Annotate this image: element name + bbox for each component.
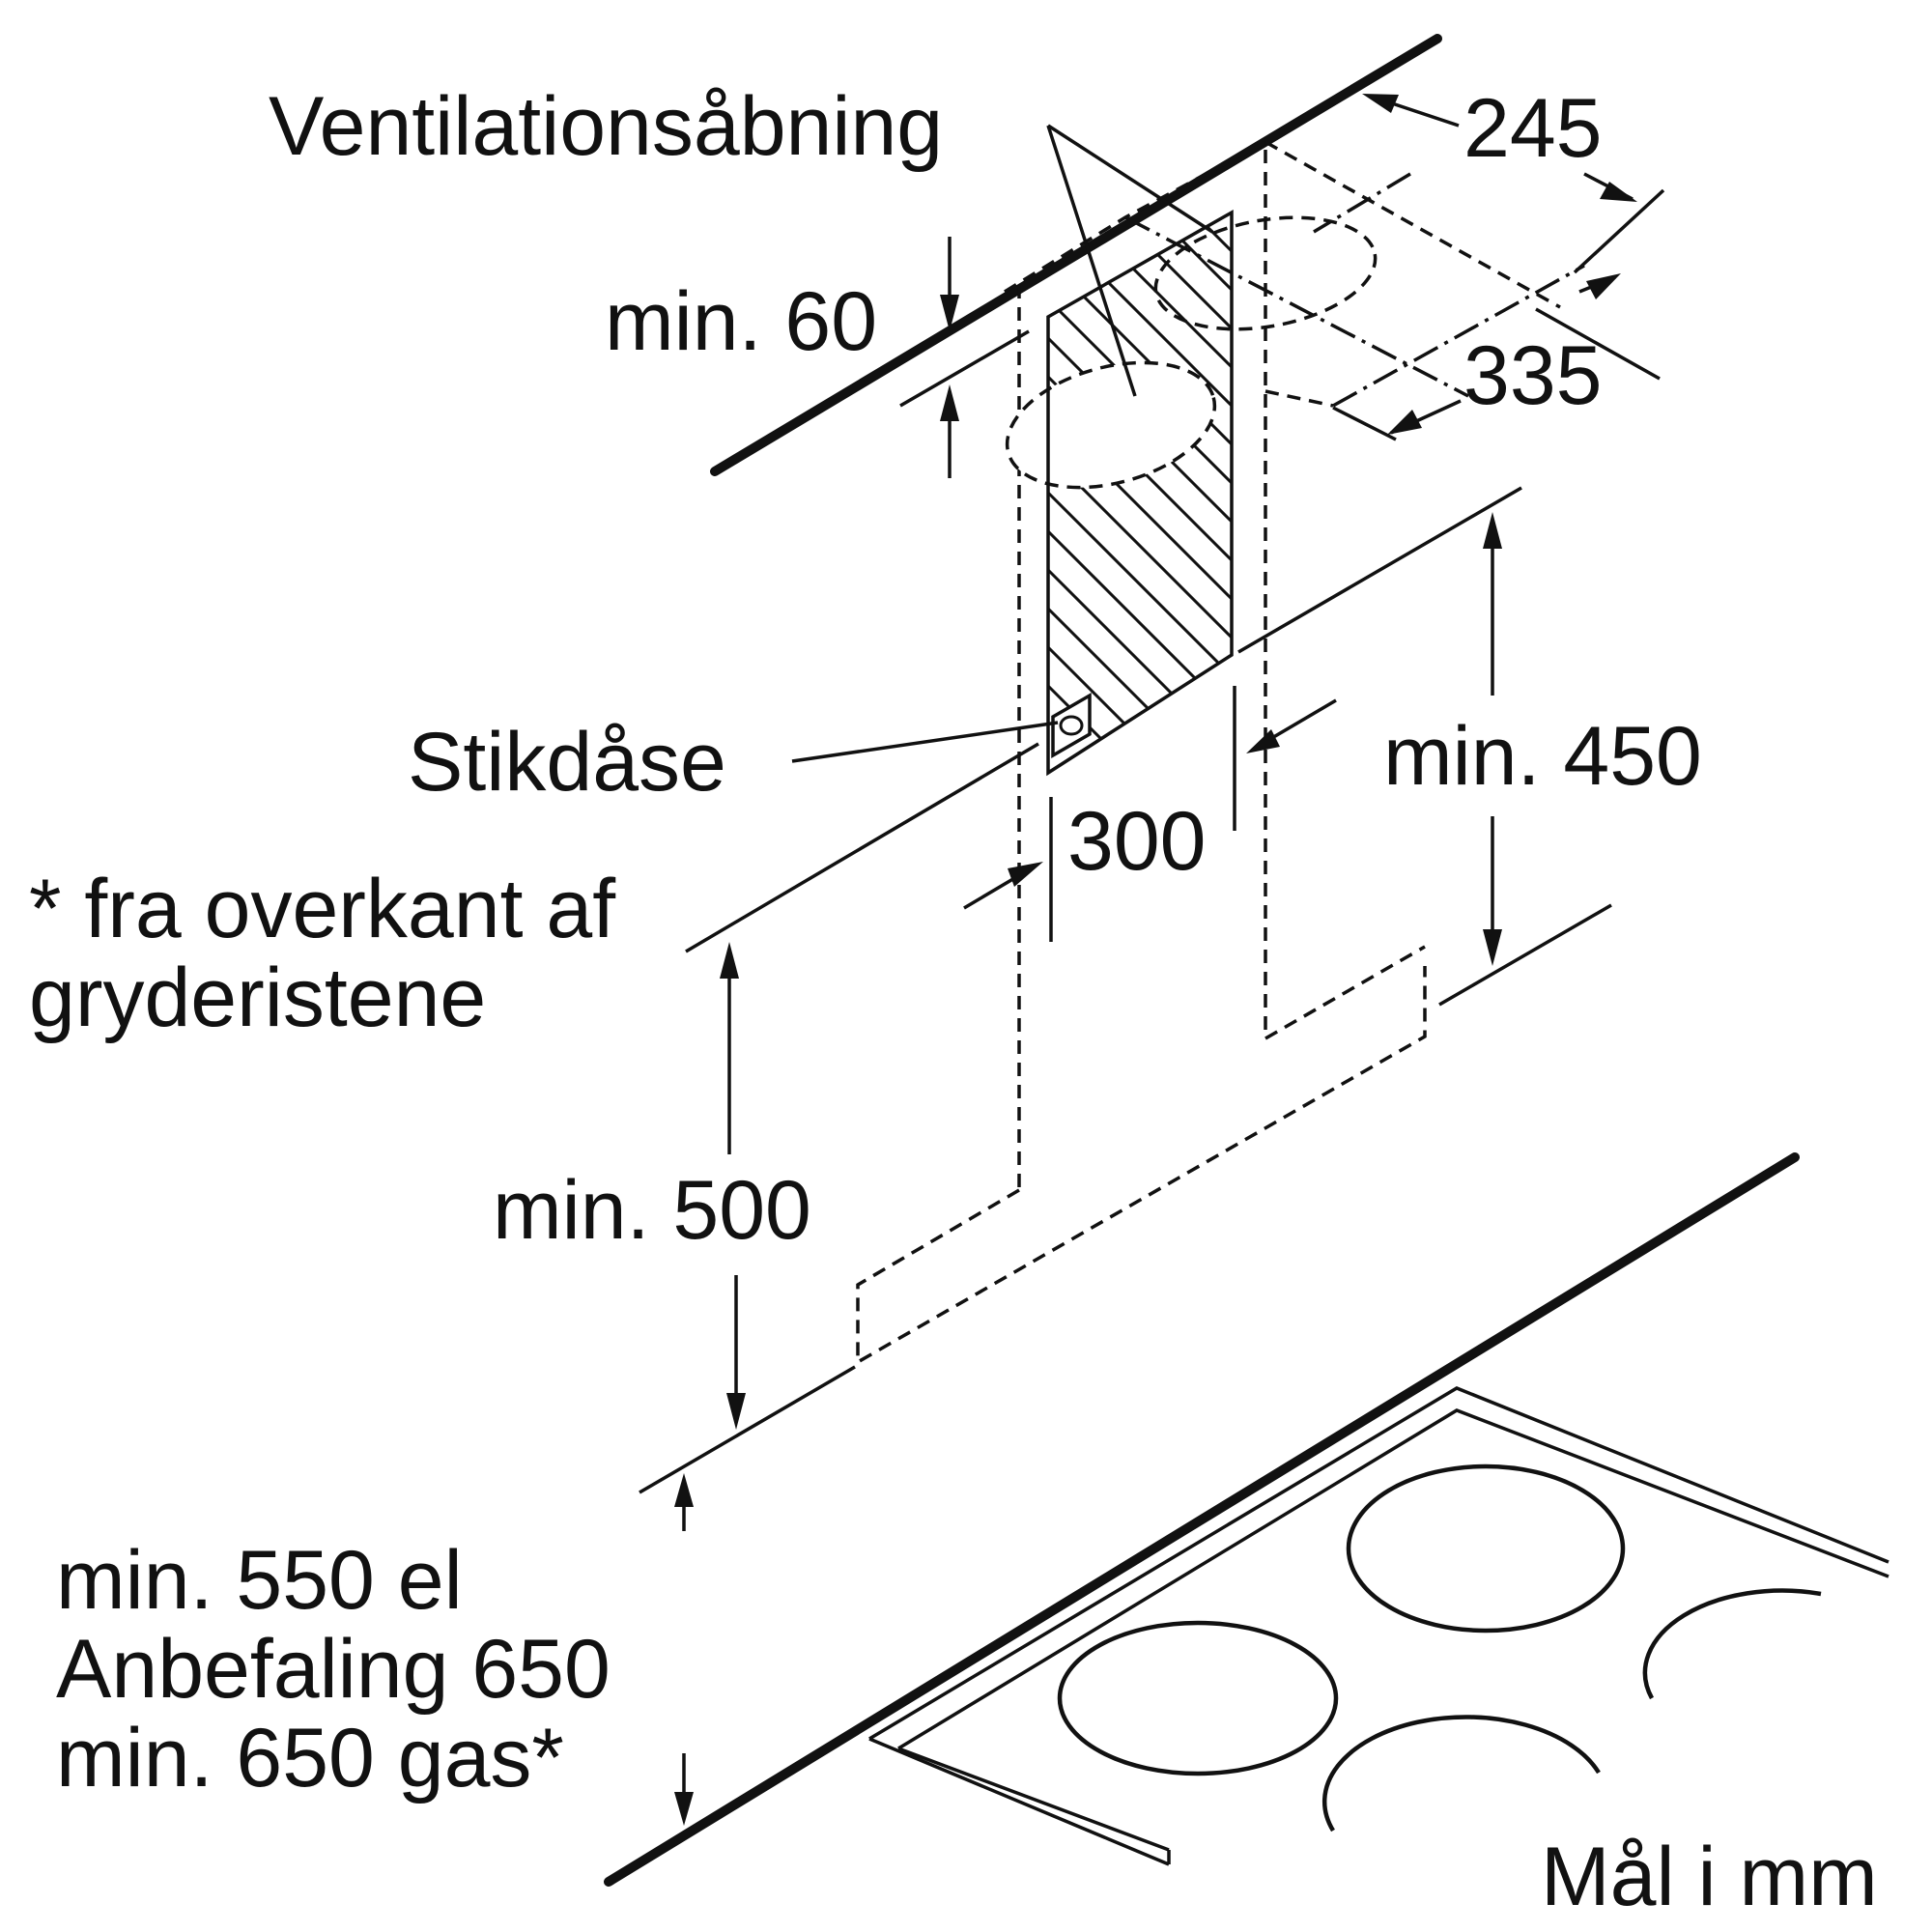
socket-label: Stikdåse bbox=[408, 716, 726, 809]
worktop-edge-line bbox=[604, 1152, 1800, 1887]
footnote-label: * fra overkant af gryderistene bbox=[29, 863, 616, 1044]
dimension-300-label: 300 bbox=[1067, 795, 1207, 888]
burner-back-left bbox=[1346, 1463, 1626, 1634]
min-450-label: min. 450 bbox=[1383, 710, 1702, 803]
dimension-arrows bbox=[674, 94, 1637, 1826]
units-label: Mål i mm bbox=[1541, 1831, 1878, 1923]
extension-lines bbox=[639, 188, 1665, 1494]
burner-back-right bbox=[1642, 1588, 1822, 1700]
ventilation-opening-label: Ventilationsåbning bbox=[269, 80, 944, 173]
min-500-label: min. 500 bbox=[493, 1164, 811, 1257]
burner-front-left bbox=[1057, 1620, 1339, 1776]
dimension-245-label: 245 bbox=[1463, 82, 1603, 175]
leader-lines bbox=[791, 124, 1213, 763]
hood-outline-dashed bbox=[856, 945, 1427, 1366]
cooktop bbox=[868, 1386, 1889, 1866]
min-60-label: min. 60 bbox=[605, 275, 878, 368]
ceiling-duct-outline bbox=[1004, 140, 1585, 1190]
socket-symbol bbox=[1051, 692, 1092, 759]
dimension-335-label: 335 bbox=[1463, 329, 1603, 422]
hob-clearance-label: min. 550 el Anbefaling 650 min. 650 gas* bbox=[56, 1534, 611, 1804]
ceiling-line bbox=[710, 34, 1442, 476]
burner-front-right bbox=[1321, 1715, 1601, 1833]
